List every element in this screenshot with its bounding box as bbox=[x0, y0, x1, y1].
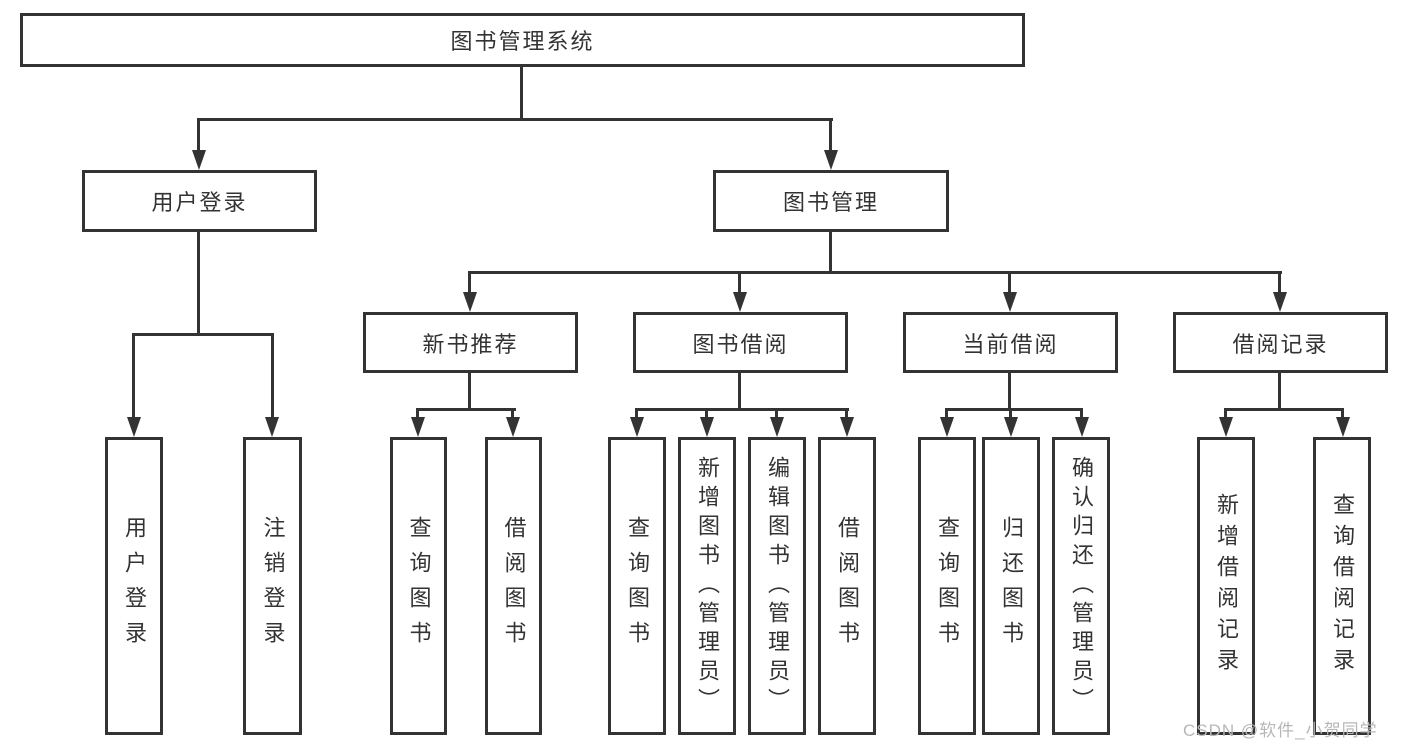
leaf-borrow-borrow-books-label: 借阅图书 bbox=[835, 516, 860, 656]
connector-line-drop-user-login bbox=[197, 118, 200, 152]
leaf-current-confirm-return-admin-label: 确认归还（管理员） bbox=[1069, 455, 1094, 717]
leaf-borrow-edit-books-admin-label: 编辑图书（管理员） bbox=[765, 455, 790, 717]
connector-line-userlogin-horizontal bbox=[132, 333, 274, 336]
connector-line-drop-book-mgmt bbox=[829, 118, 832, 152]
connector-line-records-horizontal bbox=[1224, 408, 1344, 411]
leaf-borrow-query-books: 查询图书 bbox=[608, 437, 666, 735]
arrow-down-icon bbox=[411, 417, 425, 437]
connector-line-drop-current bbox=[1008, 271, 1011, 294]
connector-line-drop bbox=[1009, 408, 1012, 419]
leaf-borrow-borrow-books: 借阅图书 bbox=[818, 437, 876, 735]
leaf-current-query-books-label: 查询图书 bbox=[935, 516, 960, 656]
arrow-down-icon bbox=[940, 417, 954, 437]
node-new-book-recommend: 新书推荐 bbox=[363, 312, 578, 373]
node-borrow-records: 借阅记录 bbox=[1173, 312, 1388, 373]
leaf-current-return-books-label: 归还图书 bbox=[999, 516, 1024, 656]
arrow-down-icon bbox=[1004, 417, 1018, 437]
connector-line-drop bbox=[775, 408, 778, 419]
connector-line-drop bbox=[416, 408, 419, 419]
node-current-borrow: 当前借阅 bbox=[903, 312, 1118, 373]
leaf-borrow-edit-books-admin: 编辑图书（管理员） bbox=[748, 437, 806, 735]
connector-line-drop-borrowing bbox=[738, 271, 741, 294]
node-root: 图书管理系统 bbox=[20, 13, 1025, 67]
leaf-user-login: 用户登录 bbox=[105, 437, 163, 735]
connector-line-drop-leaf-logout bbox=[271, 333, 274, 419]
leaf-records-query-borrow-record-label: 查询借阅记录 bbox=[1330, 493, 1355, 679]
connector-line-drop-new-books bbox=[468, 271, 471, 294]
leaf-current-query-books: 查询图书 bbox=[918, 437, 976, 735]
connector-line-bookmgmt-vertical bbox=[829, 232, 832, 274]
connector-line-drop bbox=[705, 408, 708, 419]
leaf-current-return-books: 归还图书 bbox=[982, 437, 1040, 735]
connector-line-drop bbox=[1224, 408, 1227, 419]
arrow-down-icon bbox=[1003, 292, 1017, 312]
node-user-login: 用户登录 bbox=[82, 170, 317, 232]
connector-line-drop-records bbox=[1278, 271, 1281, 294]
connector-line-drop bbox=[1341, 408, 1344, 419]
arrow-down-icon bbox=[506, 417, 520, 437]
connector-line-newbooks-horizontal bbox=[416, 408, 516, 411]
node-new-book-recommend-label: 新书推荐 bbox=[422, 331, 519, 357]
arrow-down-icon bbox=[265, 417, 279, 437]
leaf-records-add-borrow-record-label: 新增借阅记录 bbox=[1214, 493, 1239, 679]
connector-line-root-horizontal bbox=[197, 118, 833, 121]
node-root-label: 图书管理系统 bbox=[450, 29, 595, 54]
node-book-borrow-label: 图书借阅 bbox=[692, 331, 789, 357]
connector-line-root-vertical bbox=[520, 67, 523, 120]
connector-line-userlogin-vertical bbox=[197, 232, 200, 336]
connector-line-drop bbox=[1080, 408, 1083, 419]
leaf-logout-label: 注销登录 bbox=[260, 516, 286, 656]
arrow-down-icon bbox=[770, 417, 784, 437]
connector-line-records-vertical bbox=[1278, 373, 1281, 411]
arrow-down-icon bbox=[700, 417, 714, 437]
leaf-newbooks-borrow-books: 借阅图书 bbox=[485, 437, 542, 735]
leaf-records-add-borrow-record: 新增借阅记录 bbox=[1197, 437, 1255, 735]
arrow-down-icon bbox=[630, 417, 644, 437]
connector-line-drop bbox=[945, 408, 948, 419]
node-current-borrow-label: 当前借阅 bbox=[962, 331, 1059, 357]
node-borrow-records-label: 借阅记录 bbox=[1232, 331, 1329, 357]
leaf-newbooks-query-books-label: 查询图书 bbox=[406, 516, 432, 656]
node-book-borrow: 图书借阅 bbox=[633, 312, 848, 373]
leaf-user-login-label: 用户登录 bbox=[122, 516, 147, 656]
arrow-down-icon bbox=[1219, 417, 1233, 437]
watermark-text: CSDN @软件_小贺同学 bbox=[1183, 721, 1378, 740]
leaf-records-query-borrow-record: 查询借阅记录 bbox=[1313, 437, 1371, 735]
connector-line-drop bbox=[845, 408, 848, 419]
leaf-newbooks-borrow-books-label: 借阅图书 bbox=[501, 516, 527, 656]
connector-line-drop bbox=[635, 408, 638, 419]
node-user-login-label: 用户登录 bbox=[151, 190, 248, 215]
leaf-borrow-add-books-admin-label: 新增图书（管理员） bbox=[695, 455, 720, 717]
arrow-down-icon bbox=[463, 292, 477, 312]
connector-line-borrowing-vertical bbox=[738, 373, 741, 411]
arrow-down-icon bbox=[840, 417, 854, 437]
connector-line-current-vertical bbox=[1008, 373, 1011, 411]
leaf-logout: 注销登录 bbox=[243, 437, 302, 735]
arrow-down-icon bbox=[824, 150, 838, 170]
arrow-down-icon bbox=[127, 417, 141, 437]
leaf-current-confirm-return-admin: 确认归还（管理员） bbox=[1052, 437, 1110, 735]
node-book-management-label: 图书管理 bbox=[782, 190, 879, 215]
node-book-management: 图书管理 bbox=[713, 170, 949, 232]
arrow-down-icon bbox=[192, 150, 206, 170]
connector-line-drop bbox=[511, 408, 514, 419]
connector-line-drop-leaf-user bbox=[132, 333, 135, 419]
leaf-borrow-query-books-label: 查询图书 bbox=[625, 516, 650, 656]
connector-line-borrowing-horizontal bbox=[635, 408, 849, 411]
connector-line-bookmgmt-horizontal bbox=[468, 271, 1282, 274]
connector-line-newbooks-vertical bbox=[468, 373, 471, 411]
connector-line-current-horizontal bbox=[945, 408, 1083, 411]
arrow-down-icon bbox=[1336, 417, 1350, 437]
leaf-newbooks-query-books: 查询图书 bbox=[390, 437, 447, 735]
arrow-down-icon bbox=[733, 292, 747, 312]
arrow-down-icon bbox=[1075, 417, 1089, 437]
arrow-down-icon bbox=[1273, 292, 1287, 312]
leaf-borrow-add-books-admin: 新增图书（管理员） bbox=[678, 437, 736, 735]
